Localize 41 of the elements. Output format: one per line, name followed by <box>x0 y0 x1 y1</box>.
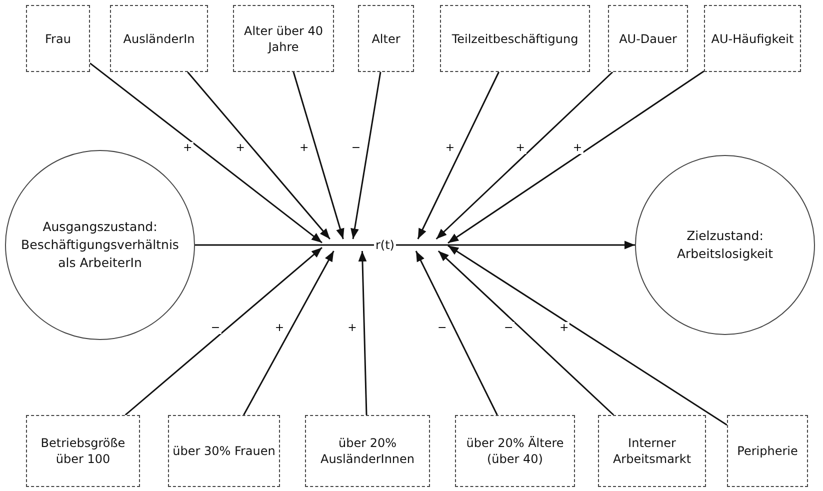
edge-label: + <box>274 322 286 334</box>
arrow <box>350 72 382 240</box>
factor-box: über 20% AusländerInnen <box>305 415 430 487</box>
factor-box: Teilzeitbeschäftigung <box>440 5 590 72</box>
arrow <box>358 250 368 416</box>
arrow <box>292 72 344 240</box>
edge-label: + <box>572 142 584 154</box>
edge-label: + <box>444 142 456 154</box>
arrow <box>124 247 322 416</box>
arrow <box>438 250 614 416</box>
arrow <box>187 72 330 240</box>
factor-box: Alter über 40 Jahre <box>233 5 334 72</box>
edge-label: + <box>558 322 570 334</box>
arrow <box>90 62 322 244</box>
factor-box: AU-Dauer <box>608 5 688 72</box>
function-label: r(t) <box>374 237 396 253</box>
arrow <box>448 240 635 250</box>
factor-box: Peripherie <box>727 415 808 487</box>
edge-label: + <box>182 142 194 154</box>
arrow <box>417 72 500 240</box>
edge-label: + <box>298 142 310 154</box>
arrow <box>243 250 334 416</box>
factor-box: Betriebsgröße über 100 <box>26 415 140 487</box>
connector-line <box>195 244 322 246</box>
edge-label: + <box>234 142 246 154</box>
arrow <box>448 244 728 426</box>
edge-label: + <box>514 142 526 154</box>
factor-box: AU-Häufigkeit <box>704 5 801 72</box>
factor-box: Interner Arbeitsmarkt <box>598 415 706 487</box>
factor-box: über 20% Ältere (über 40) <box>455 415 575 487</box>
factor-box: über 30% Frauen <box>168 415 280 487</box>
state-circle: Zielzustand: Arbeitslosigkeit <box>635 155 815 335</box>
arrow <box>448 70 704 244</box>
factor-box: Frau <box>26 5 90 72</box>
arrow <box>415 250 498 416</box>
factor-box: AusländerIn <box>110 5 208 72</box>
state-circle: Ausgangszustand: Beschäftigungsverhältnis als ArbeiterIn <box>5 150 195 340</box>
edge-label: + <box>346 322 358 334</box>
arrow <box>436 71 614 240</box>
factor-box: Alter <box>358 5 414 72</box>
junction-line <box>322 239 448 251</box>
